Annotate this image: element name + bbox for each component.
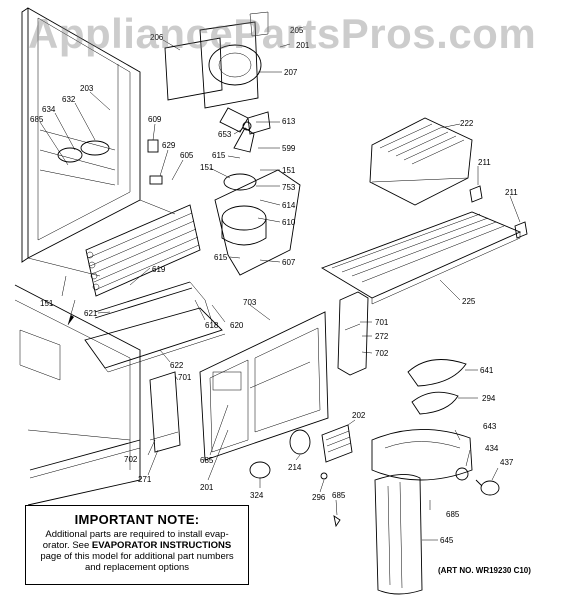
thermostat-609 (147, 139, 159, 153)
callout-620: 620 (230, 321, 244, 330)
light-shield-641 (407, 359, 467, 387)
callout-701: 701 (178, 373, 192, 382)
callout-225: 225 (462, 297, 476, 306)
callout-619: 619 (152, 265, 166, 274)
defrost-heater (94, 281, 213, 323)
note-line-2-text: orator. See (42, 540, 92, 551)
callout-615: 615 (214, 253, 228, 262)
callout-703: 703 (243, 298, 257, 307)
callout-702: 702 (124, 455, 138, 464)
light-bulb-437 (475, 479, 500, 496)
callout-151: 151 (282, 166, 296, 175)
callout-211: 211 (478, 158, 491, 167)
callout-206: 206 (150, 33, 164, 42)
callout-685: 685 (332, 491, 346, 500)
callout-641: 641 (480, 366, 494, 375)
fresh-food-cabinet (14, 284, 141, 506)
note-line-4: and replacement options (84, 562, 190, 573)
callout-609: 609 (148, 115, 162, 124)
fan-blade (219, 107, 271, 153)
callout-271: 271 (138, 475, 152, 484)
callout-labels: 206 205 201 207 203 632 634 685 609 629 … (30, 26, 518, 545)
callout-434: 434 (485, 444, 499, 453)
knob-324 (249, 461, 271, 479)
light-shield-294 (411, 391, 459, 415)
callout-599: 599 (282, 144, 296, 153)
callout-653: 653 (218, 130, 232, 139)
evaporator-coil (85, 204, 201, 297)
freezer-cabinet (21, 7, 176, 277)
callout-615: 615 (212, 151, 226, 160)
callout-685: 685 (446, 510, 460, 519)
callout-437: 437 (500, 458, 514, 467)
leader-lines (39, 39, 521, 541)
callout-685: 685 (30, 115, 44, 124)
callout-203: 203 (80, 84, 94, 93)
clip-296 (320, 472, 328, 480)
note-instructions-link-text: EVAPORATOR INSTRUCTIONS (91, 540, 232, 551)
callout-214: 214 (288, 463, 302, 472)
note-line-1: Additional parts are required to install… (45, 529, 229, 540)
evaporator-cover (199, 311, 329, 461)
callout-634: 634 (42, 105, 56, 114)
callout-607: 607 (282, 258, 296, 267)
fan-housing (164, 11, 269, 109)
callout-645: 645 (440, 536, 454, 545)
callout-702: 702 (375, 349, 389, 358)
light-socket-434 (455, 467, 469, 481)
air-duct-right (337, 291, 369, 376)
callout-222: 222 (460, 119, 474, 128)
callout-324: 324 (250, 491, 264, 500)
note-line-2: orator. See EVAPORATOR INSTRUCTIONS (26, 540, 248, 551)
important-note-box: IMPORTANT NOTE: Additional parts are req… (25, 505, 249, 585)
callout-618: 618 (205, 321, 219, 330)
light-housing-643 (371, 429, 473, 481)
callout-614: 614 (282, 201, 296, 210)
callout-629: 629 (162, 141, 176, 150)
art-number: (ART NO. WR19230 C10) (438, 566, 531, 575)
callout-605: 605 (180, 151, 194, 160)
callout-201: 201 (296, 41, 310, 50)
note-body: Additional parts are required to install… (26, 529, 248, 573)
callout-296: 296 (312, 493, 326, 502)
callout-643: 643 (483, 422, 497, 431)
callout-205: 205 (290, 26, 304, 35)
callout-632: 632 (62, 95, 76, 104)
lens-214 (289, 429, 311, 455)
callout-202: 202 (352, 411, 366, 420)
callout-610: 610 (282, 218, 296, 227)
callout-753: 753 (282, 183, 296, 192)
callout-272: 272 (375, 332, 389, 341)
callout-613: 613 (282, 117, 296, 126)
callout-294: 294 (482, 394, 496, 403)
callout-685: 685 (200, 456, 214, 465)
grille-202 (321, 424, 353, 463)
screw-685 (333, 515, 341, 528)
callout-622: 622 (170, 361, 184, 370)
note-line-3: page of this model for additional part n… (40, 551, 234, 562)
note-title: IMPORTANT NOTE: (74, 512, 200, 527)
callout-151: 151 (200, 163, 214, 172)
bracket-211 (469, 185, 528, 239)
callout-621: 621 (84, 309, 98, 318)
callout-207: 207 (284, 68, 298, 77)
wire-shelf-lower (320, 211, 522, 305)
callout-151: 151 (40, 299, 54, 308)
defrost-control-632 (57, 140, 110, 163)
thermistor-629 (149, 175, 163, 185)
callout-201: 201 (200, 483, 214, 492)
light-cover-645 (374, 474, 423, 595)
callout-701: 701 (375, 318, 389, 327)
evaporator-pan (84, 307, 226, 373)
callout-211: 211 (505, 188, 518, 197)
wire-shelf-upper (369, 117, 473, 206)
air-duct-left (149, 371, 181, 453)
